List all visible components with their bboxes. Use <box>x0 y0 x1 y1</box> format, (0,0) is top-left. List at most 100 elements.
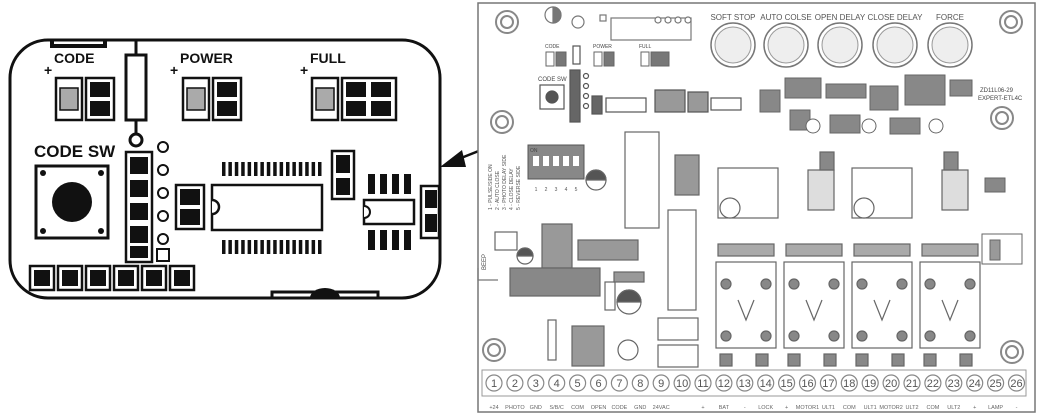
relay-pin <box>828 278 840 290</box>
terminal-label: - <box>1016 405 1018 411</box>
zoom-panel: CODE + POWER + FULL + <box>8 38 442 300</box>
ic-pin <box>298 240 303 254</box>
relay-pin <box>856 330 868 342</box>
relay-symbol <box>805 299 823 322</box>
terminal-number: 4 <box>554 378 560 390</box>
potentiometer-knob <box>767 26 805 64</box>
terminal-label: ULT2 <box>905 405 918 411</box>
terminal-label: GND <box>634 405 646 411</box>
terminal-number: 13 <box>739 378 751 390</box>
terminal-label: ULT1 <box>864 405 877 411</box>
dip-number: 5 <box>575 187 578 193</box>
relay-pad <box>891 353 905 367</box>
dip-number: 4 <box>565 187 568 193</box>
terminal-screw <box>986 374 1005 392</box>
terminal-number: 14 <box>760 378 772 390</box>
terminal-number: 22 <box>927 378 939 390</box>
relay-symbol <box>737 299 755 322</box>
potentiometer-knob <box>876 26 914 64</box>
terminal-screw <box>485 374 503 392</box>
terminal-screw <box>673 374 691 392</box>
dip-legend-item: 2 - AUTO CLOSE <box>495 170 501 210</box>
full-plus-label: + <box>300 62 308 78</box>
relay-pin <box>964 330 976 342</box>
regulator-hole <box>853 197 875 219</box>
relay-pin <box>924 278 936 290</box>
board-leds <box>545 51 670 67</box>
relay-pin <box>896 330 908 342</box>
terminal-screw <box>819 374 838 392</box>
terminal-label: MOTOR1 <box>796 405 819 411</box>
code-label: CODE <box>54 50 94 66</box>
board-power-label: POWER <box>593 44 612 50</box>
ic-pin <box>318 240 322 254</box>
pot-label: OPEN DELAY <box>815 13 866 22</box>
regulator-hole <box>719 197 741 219</box>
pot-label: SOFT STOP <box>710 13 755 22</box>
ic-pin <box>228 162 232 176</box>
terminal-screw <box>798 374 817 392</box>
upper-right-parts <box>759 74 973 135</box>
terminal-number: 2 <box>512 378 518 390</box>
terminal-screw <box>777 374 796 392</box>
terminal-number: 26 <box>1010 378 1022 390</box>
ic-pin <box>241 162 245 176</box>
terminal-label: GND <box>530 405 542 411</box>
power-label: POWER <box>180 50 233 66</box>
dip-key <box>563 156 569 166</box>
board-full-label: FULL <box>639 44 651 50</box>
terminal-screw <box>694 374 712 392</box>
terminal-screw <box>882 374 900 392</box>
terminal-label: + <box>973 405 976 411</box>
bottom-pad <box>118 270 134 286</box>
board-version-label: ZD11L06-29 <box>980 88 1014 94</box>
relay-pad <box>787 353 801 367</box>
zoom-top-stub <box>50 40 107 48</box>
code-plus-label: + <box>44 62 52 78</box>
ic-pin <box>254 162 258 176</box>
terminal-number: 24 <box>969 378 981 390</box>
terminal-screw <box>715 374 733 392</box>
board-model-label: EXPERT-ETL4C <box>978 96 1023 102</box>
ic-pin <box>241 240 245 254</box>
terminal-label: COM <box>571 405 584 411</box>
fuse <box>807 169 835 211</box>
terminal-label: COM <box>843 405 856 411</box>
relay-pin <box>788 330 800 342</box>
ic-pin <box>266 240 271 254</box>
terminal-number: 16 <box>801 378 813 390</box>
dip-key <box>573 156 579 166</box>
code-led <box>54 76 116 122</box>
ic-pin <box>260 162 264 176</box>
terminal-number: 25 <box>989 378 1001 390</box>
ic-pin <box>286 162 290 176</box>
terminal-label: + <box>785 405 788 411</box>
ic-pin <box>222 162 226 176</box>
terminal-number: 19 <box>864 378 876 390</box>
potentiometer-knob <box>931 26 969 64</box>
small-part <box>819 151 835 171</box>
terminal-number: 20 <box>885 378 897 390</box>
power-plus-label: + <box>170 62 178 78</box>
small-ic <box>362 198 416 226</box>
ic-pin <box>305 240 309 254</box>
terminal-label: - <box>744 405 746 411</box>
relay-pin <box>760 330 772 342</box>
terminal-number: 5 <box>575 378 581 390</box>
dip-number: 2 <box>545 187 548 193</box>
ic-pin <box>298 162 303 176</box>
relay-diode-row <box>921 243 979 257</box>
terminal-label: MOTOR2 <box>879 405 902 411</box>
relay-symbol <box>873 299 891 322</box>
bottom-pad <box>90 270 106 286</box>
circuit-board: CODE POWER FULL CODE SW ZD11L06-29 EXPER… <box>477 2 1036 413</box>
bottom-pad <box>62 270 78 286</box>
terminal-screw <box>527 374 545 392</box>
ic-pin <box>318 162 322 176</box>
terminal-label: ULT2 <box>947 405 960 411</box>
jumper-column <box>124 141 170 264</box>
board-beep-label: BEEP <box>482 254 488 270</box>
